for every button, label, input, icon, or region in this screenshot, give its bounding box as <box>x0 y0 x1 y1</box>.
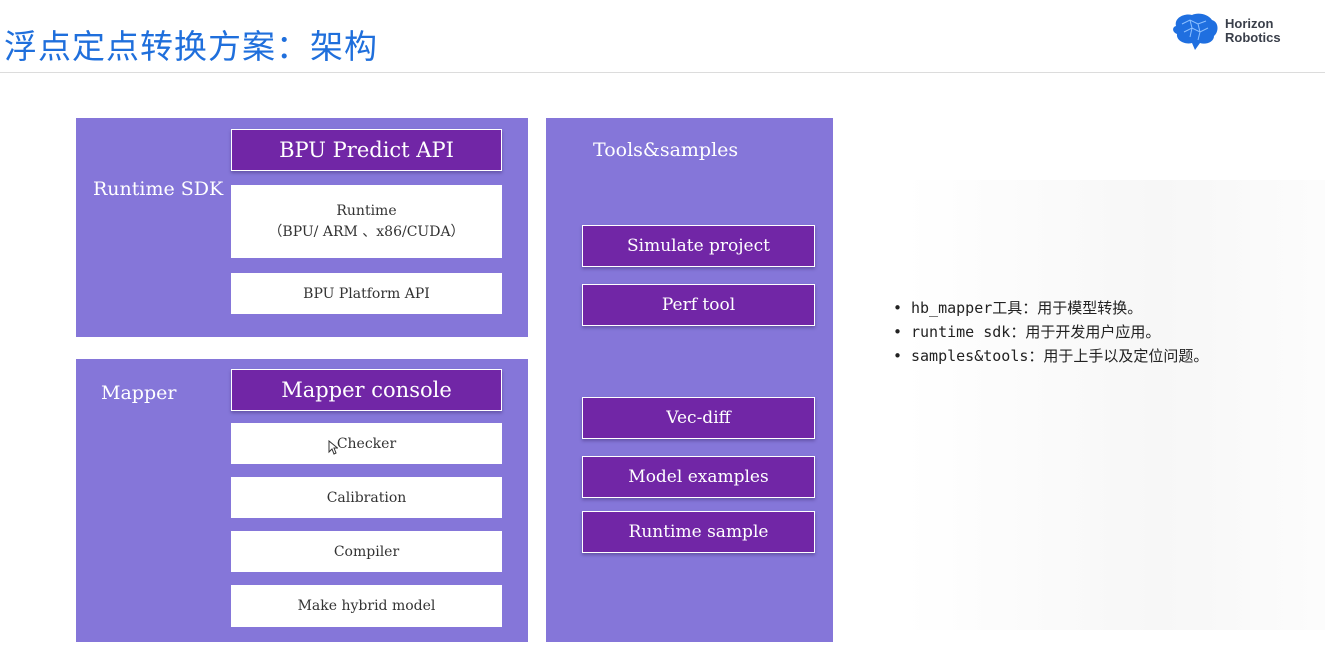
bpu-platform-api-box: BPU Platform API <box>231 273 502 314</box>
notes-list: •hb_mapper工具：用于模型转换。 •runtime sdk：用于开发用户… <box>893 296 1208 368</box>
simulate-project-box: Simulate project <box>582 225 815 267</box>
tools-samples-panel: Tools&samples Simulate project Perf tool… <box>546 118 833 642</box>
note-mapper: hb_mapper工具：用于模型转换。 <box>911 299 1143 317</box>
logo-text-line2: Robotics <box>1225 30 1281 45</box>
page-title: 浮点定点转换方案：架构 <box>4 27 378 66</box>
brain-logo-icon <box>1173 13 1218 51</box>
tools-samples-label: Tools&samples <box>593 139 739 161</box>
mapper-console-label: Mapper console <box>281 378 452 402</box>
bpu-predict-api-box: BPU Predict API <box>231 129 502 171</box>
calibration-label: Calibration <box>326 489 407 506</box>
vec-diff-box: Vec-diff <box>582 397 815 439</box>
runtime-box: Runtime （BPU/ ARM 、x86/CUDA） <box>231 185 502 258</box>
runtime-sample-label: Runtime sample <box>628 522 769 542</box>
perf-tool-label: Perf tool <box>661 295 736 315</box>
make-hybrid-model-label: Make hybrid model <box>297 598 436 614</box>
model-examples-label: Model examples <box>628 467 769 487</box>
horizon-robotics-logo: Horizon Robotics <box>1170 10 1300 56</box>
note-runtime-sdk: runtime sdk：用于开发用户应用。 <box>911 323 1161 341</box>
list-item: •samples&tools：用于上手以及定位问题。 <box>893 347 1209 365</box>
runtime-sdk-panel: Runtime SDK BPU Predict API Runtime （BPU… <box>76 118 528 337</box>
runtime-sample-box: Runtime sample <box>582 511 815 553</box>
runtime-platforms-label: （BPU/ ARM 、x86/CUDA） <box>268 223 465 240</box>
list-item: •runtime sdk：用于开发用户应用。 <box>893 323 1161 341</box>
list-item: •hb_mapper工具：用于模型转换。 <box>893 299 1143 317</box>
mouse-pointer-icon <box>328 440 338 455</box>
mapper-panel: Mapper Mapper console Checker Calibratio… <box>76 359 528 642</box>
calibration-box: Calibration <box>231 477 502 518</box>
bpu-platform-api-label: BPU Platform API <box>303 285 430 302</box>
note-samples-tools: samples&tools：用于上手以及定位问题。 <box>911 347 1209 365</box>
compiler-label: Compiler <box>333 543 400 560</box>
mapper-console-box: Mapper console <box>231 369 502 411</box>
checker-box: Checker <box>231 423 502 464</box>
logo-text-line1: Horizon <box>1225 16 1274 31</box>
faded-background-area <box>905 180 1325 630</box>
model-examples-box: Model examples <box>582 456 815 498</box>
mapper-label: Mapper <box>101 382 177 404</box>
bpu-predict-api-label: BPU Predict API <box>279 138 454 162</box>
make-hybrid-model-box: Make hybrid model <box>231 585 502 627</box>
perf-tool-box: Perf tool <box>582 284 815 326</box>
title-divider <box>0 72 1325 73</box>
runtime-label: Runtime <box>336 202 397 219</box>
simulate-project-label: Simulate project <box>627 236 770 256</box>
checker-label: Checker <box>336 435 397 452</box>
compiler-box: Compiler <box>231 531 502 572</box>
vec-diff-label: Vec-diff <box>666 408 731 428</box>
runtime-sdk-label: Runtime SDK <box>93 178 224 200</box>
